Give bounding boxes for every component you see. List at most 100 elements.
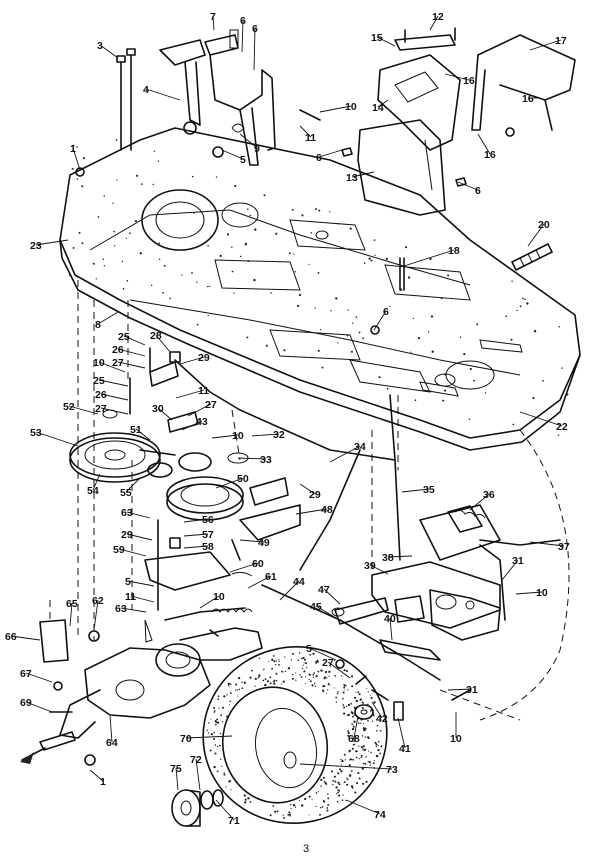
plate-texture-dot [469, 367, 472, 371]
tire-tread-dot [348, 713, 350, 715]
tire-tread-dot [306, 667, 308, 669]
tire-tread-dot [241, 681, 243, 684]
leader-line-c41 [397, 717, 406, 749]
tire-tread-dot [343, 683, 346, 686]
tire-tread-dot [301, 657, 303, 660]
plate-texture-dot [126, 279, 129, 282]
leader-line-c26b [100, 393, 129, 401]
tire-tread-dot [358, 745, 360, 747]
leader-line-c9 [239, 133, 258, 149]
tire-tread-dot [214, 723, 217, 726]
plate-texture-dot [129, 232, 131, 235]
callout-c6e: 6 [383, 306, 389, 318]
tire-tread-dot [287, 813, 290, 816]
plate-texture-dot [71, 167, 74, 170]
callout-c58: 58 [202, 541, 214, 553]
tire-tread-dot [302, 656, 305, 659]
plate-texture-dot [114, 245, 116, 247]
plate-texture-dot [275, 232, 278, 235]
tire-tread-dot [370, 697, 373, 700]
tire-tread-dot [345, 705, 348, 707]
leader-line-c32 [251, 433, 280, 437]
tire-tread-dot [358, 757, 360, 760]
tire-tread-dot [343, 781, 346, 784]
tire-tread-dot [282, 814, 284, 816]
tire-tread-dot [327, 797, 330, 800]
tire-tread-dot [376, 724, 379, 727]
plate-texture-dot [163, 264, 166, 267]
tire-tread-dot [234, 689, 236, 691]
leader-line-c16c [477, 133, 491, 155]
plate-texture-dot [81, 242, 84, 245]
tire-tread-dot [304, 658, 306, 661]
plate-texture-dot [116, 179, 118, 181]
tire-tread-dot [347, 734, 350, 737]
leader-line-c48 [295, 508, 328, 515]
plate-texture-dot [193, 212, 195, 214]
leader-line-c27c [187, 403, 212, 417]
tire-tread-dot [216, 745, 219, 748]
plate-texture-dot [442, 399, 445, 402]
tire-tread-dot [219, 732, 222, 735]
plate-texture-dot [125, 237, 127, 240]
leader-line-c1a [72, 147, 81, 171]
plate-texture-dot [522, 297, 524, 300]
tire-tread-dot [359, 722, 362, 724]
callout-c66: 66 [5, 631, 17, 643]
leader-line-c6e [373, 310, 387, 331]
tire-tread-dot [335, 696, 338, 699]
callout-c28: 28 [150, 330, 162, 342]
callout-c14: 14 [372, 102, 384, 114]
plate-texture-dot [519, 305, 522, 308]
tire-tread-dot [341, 799, 344, 801]
plate-texture-dot [385, 257, 388, 260]
leader-line-c10c [211, 434, 239, 439]
leader-line-c75 [175, 767, 179, 791]
tire-tread-dot [254, 685, 256, 687]
shift-lever-assembly [371, 504, 506, 661]
tire-tread-dot [321, 689, 325, 692]
tire-tread-dot [315, 792, 318, 794]
plate-texture-dot [374, 254, 376, 256]
callout-c16a: 16 [463, 75, 475, 87]
tire-tread-dot [351, 747, 354, 750]
callout-c8: 8 [95, 319, 101, 331]
leader-line-c43 [181, 420, 203, 431]
tire-tread-dot [321, 806, 324, 808]
callout-c3: 3 [97, 40, 103, 52]
leader-line-c63a [126, 511, 151, 519]
plate-texture-dot [226, 233, 229, 236]
plate-texture-dot [231, 270, 234, 273]
tire-tread-dot [312, 674, 315, 676]
tire-tread-dot [326, 809, 329, 812]
tire-tread-dot [301, 667, 304, 670]
callout-c6b: 6 [252, 23, 258, 35]
plate-texture-dot [512, 423, 515, 426]
tire-tread-dot [320, 785, 322, 787]
callout-c33: 33 [260, 454, 272, 466]
tire-tread-dot [299, 674, 301, 676]
tire-tread-dot [213, 737, 216, 741]
tire-tread-dot [337, 791, 340, 794]
tire-tread-dot [348, 764, 351, 767]
tire-tread-dot [275, 672, 277, 675]
callout-c10b: 10 [93, 357, 105, 369]
leader-line-c28 [155, 334, 171, 353]
tire-tread-dot [357, 772, 360, 775]
plate-texture-dot [350, 350, 353, 353]
tire-tread-dot [223, 772, 225, 774]
tire-tread-dot [219, 744, 221, 747]
plate-texture-dot [294, 271, 297, 273]
leader-line-c40 [389, 617, 393, 641]
plate-texture-dot [389, 305, 391, 308]
plate-texture-dot [440, 297, 443, 300]
leader-line-c13 [351, 171, 375, 178]
plate-texture-dot [95, 278, 97, 280]
tire-tread-dot [322, 776, 325, 779]
tire-and-wheel [202, 646, 388, 824]
tire-tread-dot [278, 660, 280, 662]
plate-texture-dot [141, 183, 143, 185]
tire-tread-dot [276, 810, 279, 813]
plate-texture-dot [463, 352, 466, 356]
tire-tread-dot [325, 783, 328, 785]
